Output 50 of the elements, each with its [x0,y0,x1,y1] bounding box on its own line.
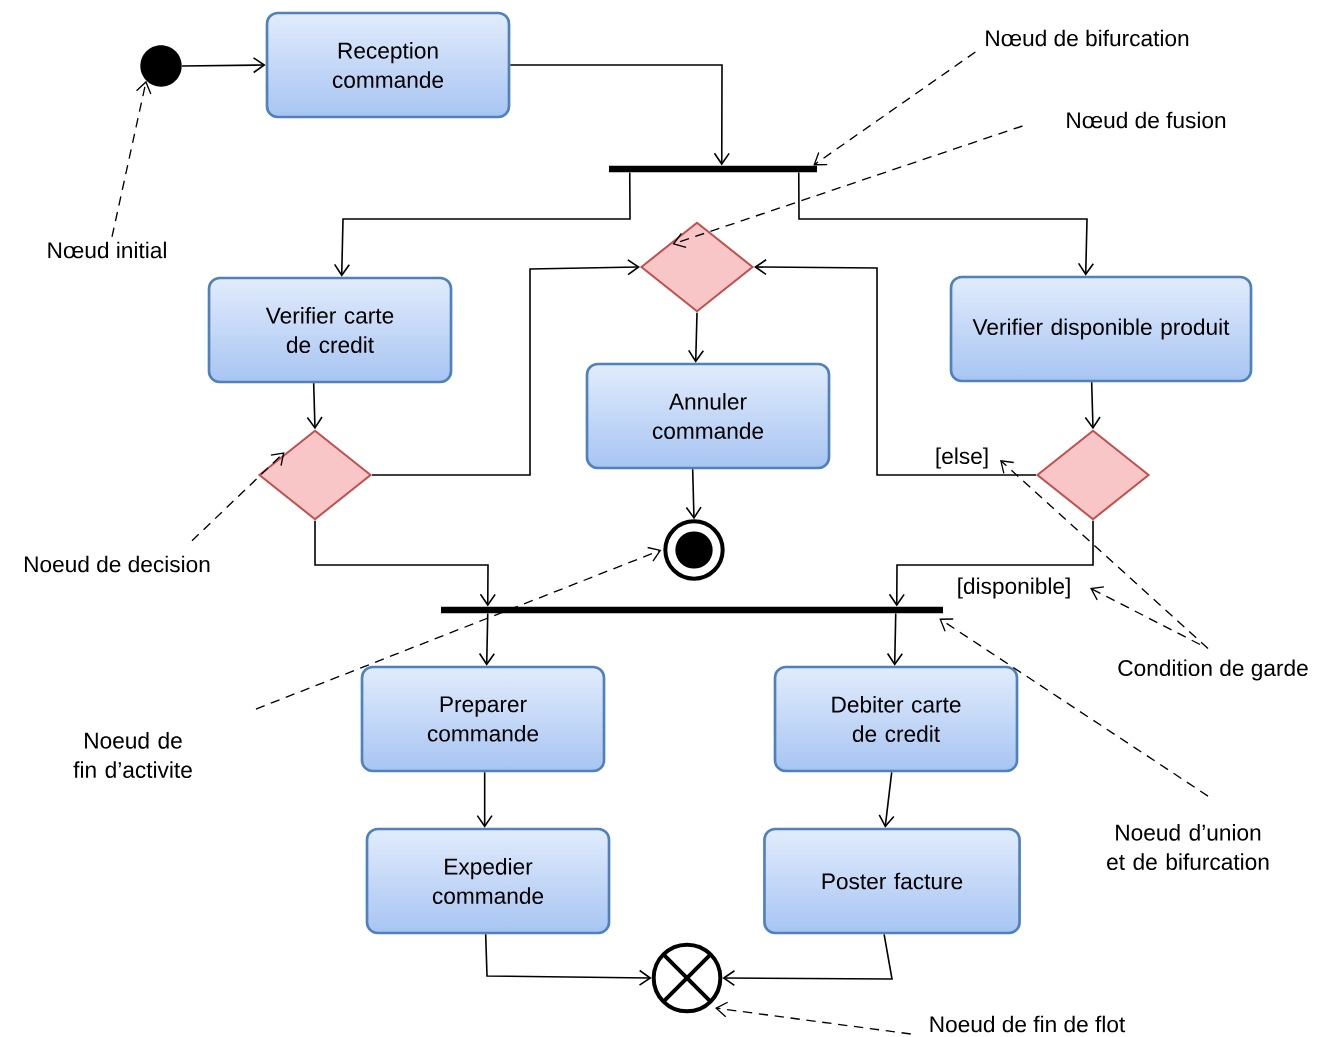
leader-line [191,452,285,542]
annotation-text: Nœud initial [48,241,166,259]
annotation-text: Noeud d’union et de bifurcation [1107,824,1269,870]
arrow [1084,381,1101,430]
leader-line [672,125,1024,248]
action-box: Verifier disponible produit [949,275,1253,383]
arrow [878,771,895,828]
arrow [797,171,1095,276]
annotation-text: Noeud de fin de flot [930,1015,1126,1033]
leader-line [1090,586,1201,646]
annotation-text: Noeud de fin d’activite [73,732,192,778]
arrow [886,612,904,666]
arrow [687,311,705,363]
initial-node [140,45,182,87]
annotation-text: Condition de garde [1118,659,1308,681]
leader-line [255,546,662,710]
arrow [509,64,730,166]
bar [441,606,943,614]
arrow [685,468,702,520]
final-node [663,519,725,581]
action-box: Debiter carte de credit [773,665,1019,773]
leader-line [111,80,152,238]
annotation-text: Nœud de fusion [1067,111,1226,129]
arrow [333,171,631,277]
annotation-text: Noeud de decision [25,555,210,573]
action-box: Verifier carte de credit [207,276,453,384]
action-box: Annuler commande [585,362,831,470]
leader-line [715,1001,912,1035]
action-box: Preparer commande [360,665,606,773]
leader-line [1000,460,1209,650]
arrow [306,382,323,430]
arrow [722,933,893,987]
arrow [371,259,640,476]
arrow [888,519,1094,607]
leader-line [939,618,1209,797]
arrow [476,771,493,828]
annotation-text: Nœud de bifurcation [986,29,1189,47]
arrow [754,258,1037,476]
edge-label: [else] [933,446,991,470]
action-box: Reception commande [265,11,511,119]
flow-final-node [651,942,723,1014]
arrow [484,933,652,986]
arrow [478,612,496,666]
leader-line [813,51,977,166]
action-box: Expedier commande [365,827,611,935]
edge-label: [disponible] [955,576,1073,600]
action-box: Poster facture [763,827,1021,935]
arrow [314,519,496,607]
bar [609,165,817,173]
arrow [181,57,266,74]
